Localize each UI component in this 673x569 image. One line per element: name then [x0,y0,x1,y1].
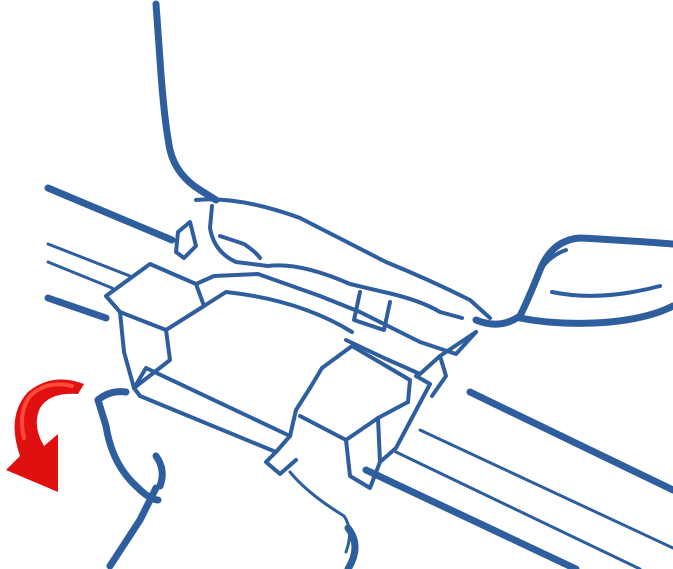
upper-cap [176,199,490,330]
curved-arrow-icon [6,380,84,493]
lever-knob [476,238,673,324]
hand-outline [98,392,355,569]
clip-housing [106,264,476,488]
vertical-bracket [156,4,216,200]
